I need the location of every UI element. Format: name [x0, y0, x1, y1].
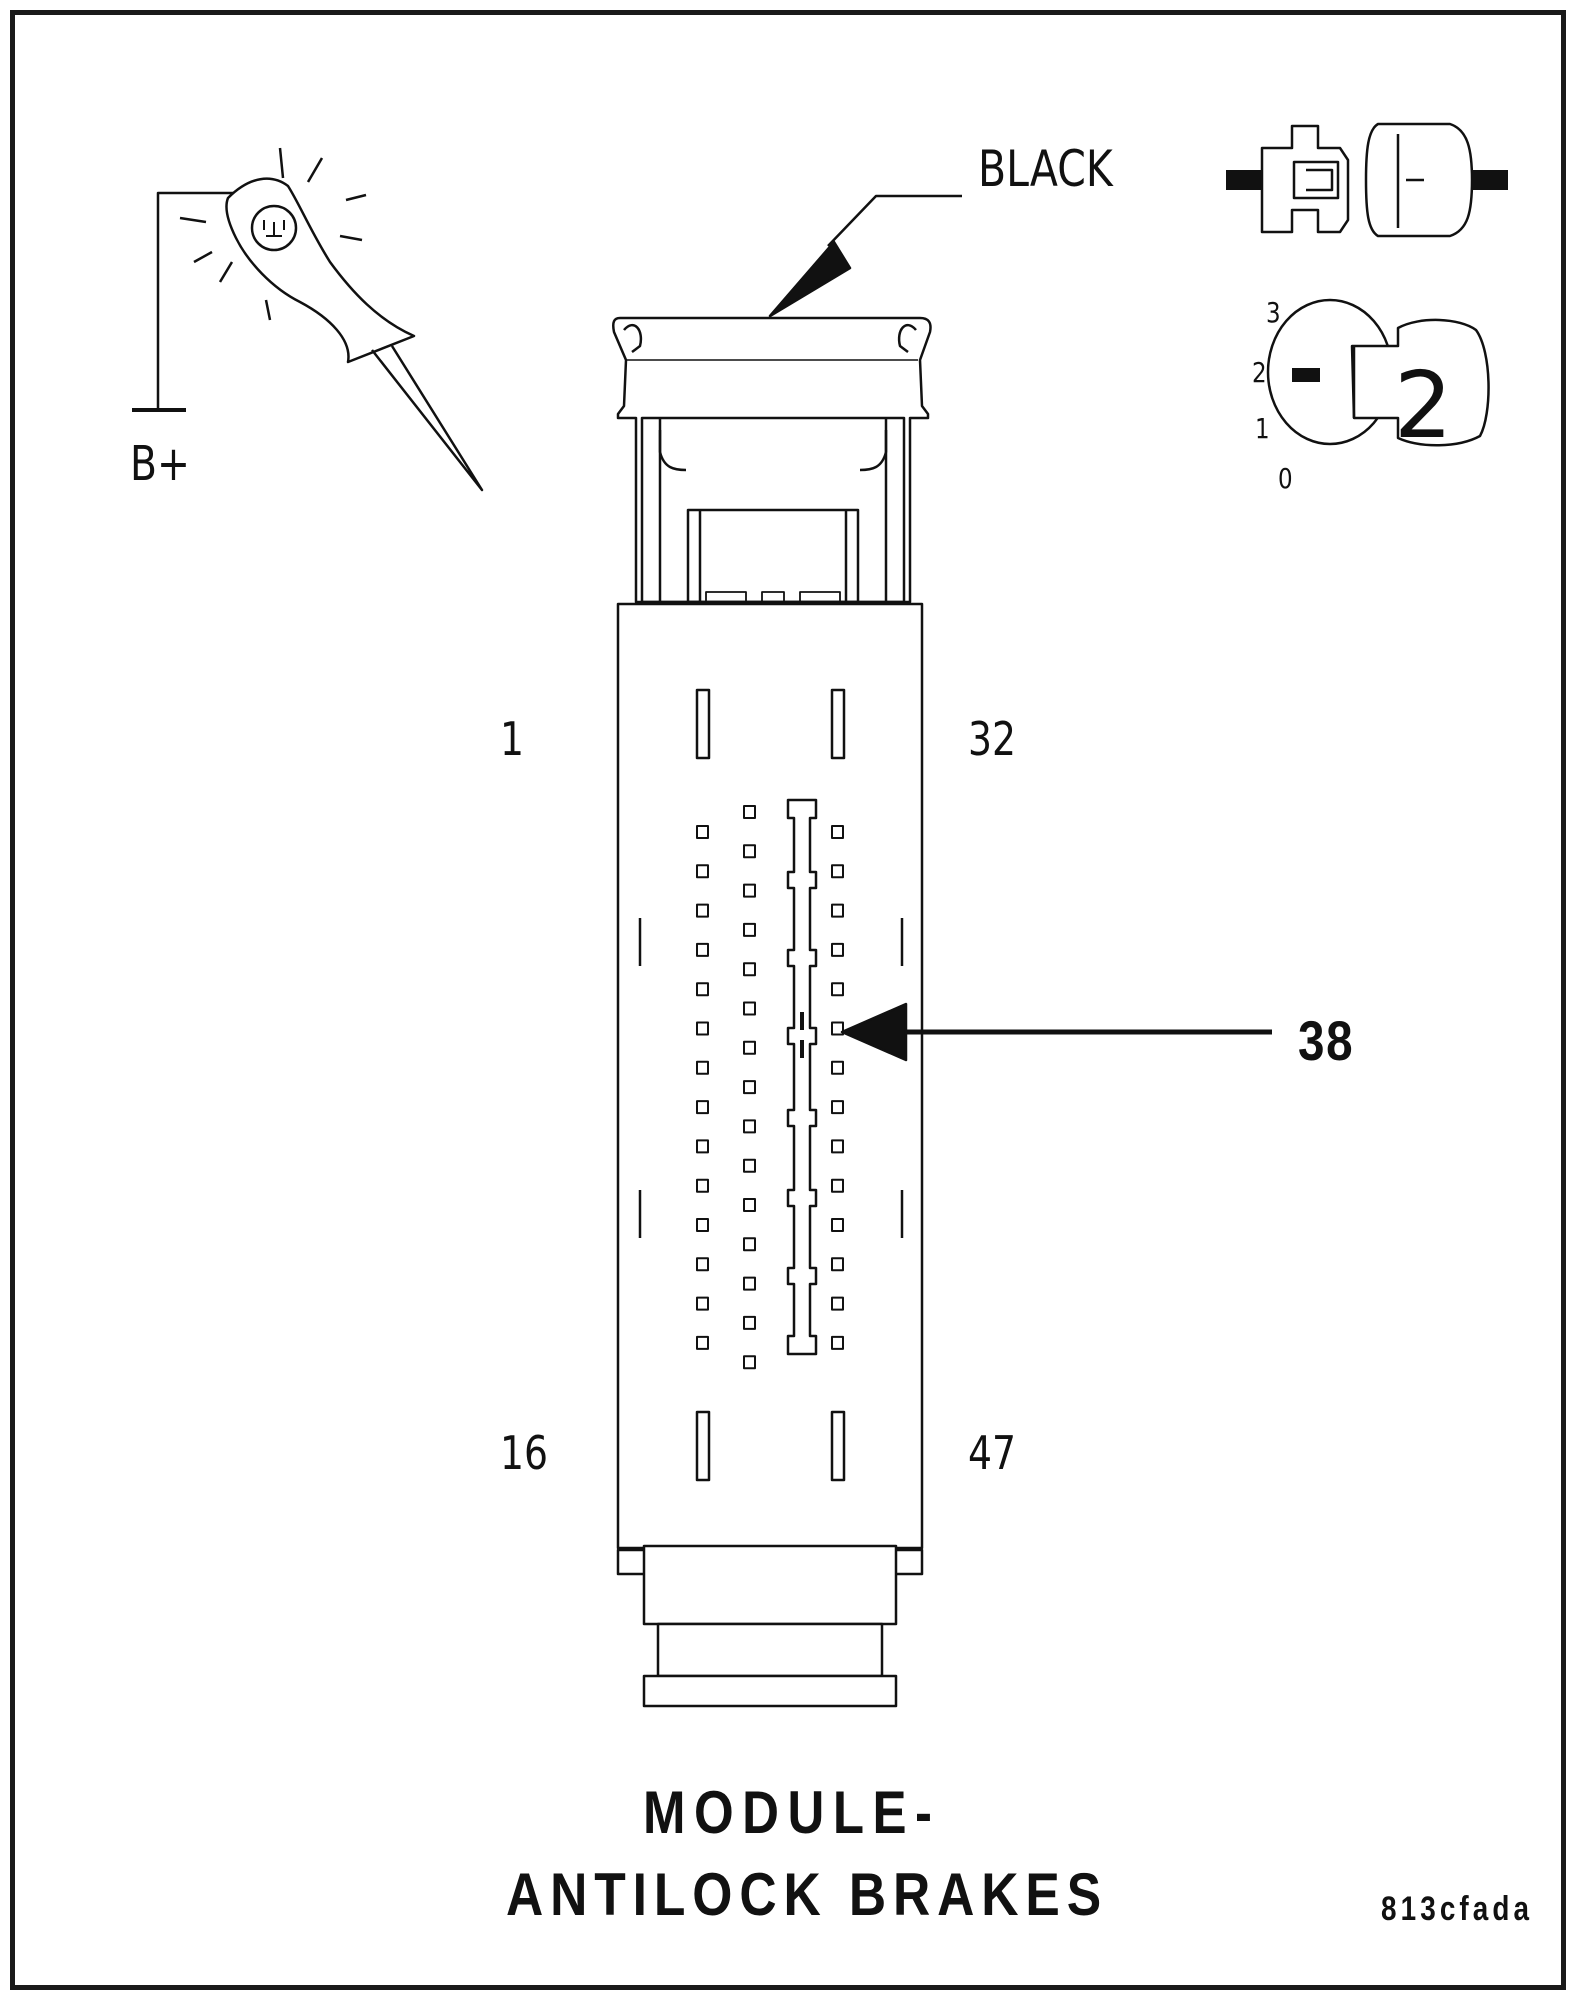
cavity-right-8 — [831, 1100, 844, 1115]
title-line-1: MODULE- — [643, 1779, 941, 1846]
pin-38-arrow — [840, 1002, 1272, 1062]
cavity-right-12 — [831, 1257, 844, 1272]
cavity-right-11 — [831, 1218, 844, 1232]
cavity-middle-13 — [743, 1276, 756, 1291]
cavity-middle-5 — [743, 962, 756, 977]
disconnected-connector-icon — [1226, 122, 1508, 238]
cavity-middle-3 — [743, 883, 756, 898]
cavity-middle-8 — [743, 1080, 756, 1095]
page-border — [10, 10, 1566, 1990]
cavity-right-13 — [831, 1296, 844, 1311]
connector-lock — [616, 1544, 924, 1708]
cavity-middle-2 — [743, 844, 756, 859]
title-line-2: ANTILOCK BRAKES — [506, 1861, 1108, 1928]
cavity-right-10 — [831, 1178, 844, 1193]
cavity-left-6 — [696, 1021, 709, 1036]
cavity-left-13 — [696, 1296, 709, 1311]
target-pin-label: 38 — [1298, 1009, 1355, 1072]
connector-hood — [612, 316, 932, 604]
ignition-selected-position: 2 — [1394, 352, 1453, 459]
pin-number-47: 47 — [968, 1426, 1017, 1480]
pin-number-1: 1 — [500, 712, 525, 766]
ignition-switch-icon — [1266, 298, 1490, 447]
wire-color-leader — [768, 194, 962, 318]
cavity-left-14 — [696, 1335, 709, 1350]
cavity-right-1 — [831, 825, 844, 839]
cavity-right-9 — [831, 1139, 844, 1154]
ignition-position-3: 3 — [1266, 296, 1281, 329]
cavity-right-4 — [831, 942, 844, 957]
cavity-left-10 — [696, 1178, 709, 1193]
cavity-middle-9 — [743, 1119, 756, 1134]
cavity-middle-1 — [743, 805, 756, 819]
cavity-middle-11 — [743, 1198, 756, 1212]
terminal-cavities — [696, 805, 844, 1370]
pin-number-32: 32 — [968, 712, 1017, 766]
cavity-middle-6 — [743, 1001, 756, 1016]
cavity-right-14 — [831, 1335, 844, 1350]
cavity-right-3 — [831, 903, 844, 918]
cavity-middle-10 — [743, 1158, 756, 1173]
ignition-position-1: 1 — [1255, 412, 1270, 445]
cavity-middle-4 — [743, 922, 756, 937]
cavity-right-2 — [831, 864, 844, 879]
cavity-left-1 — [696, 825, 709, 839]
pin-number-16: 16 — [500, 1426, 549, 1480]
cavity-middle-12 — [743, 1237, 756, 1252]
ignition-position-2: 2 — [1252, 356, 1267, 389]
cavity-left-7 — [696, 1060, 709, 1075]
cavity-middle-14 — [743, 1315, 756, 1330]
cavity-left-11 — [696, 1218, 709, 1232]
cavity-middle-15 — [743, 1355, 756, 1370]
cavity-left-2 — [696, 864, 709, 879]
cavity-left-5 — [696, 982, 709, 997]
connector-body — [616, 602, 924, 1550]
battery-label: B+ — [130, 436, 190, 492]
test-light-icon — [132, 147, 484, 492]
wire-color-label: BLACK — [978, 140, 1113, 198]
cavity-right-6 — [831, 1021, 844, 1036]
cavity-middle-7 — [743, 1040, 756, 1055]
cavity-left-4 — [696, 942, 709, 957]
cavity-right-7 — [831, 1060, 844, 1075]
cavity-left-12 — [696, 1257, 709, 1272]
figure-code: 813cfada — [1381, 1890, 1534, 1928]
ignition-position-0: 0 — [1278, 462, 1293, 495]
cavity-right-5 — [831, 982, 844, 997]
cavity-left-3 — [696, 903, 709, 918]
cavity-left-8 — [696, 1100, 709, 1115]
cavity-left-9 — [696, 1139, 709, 1154]
